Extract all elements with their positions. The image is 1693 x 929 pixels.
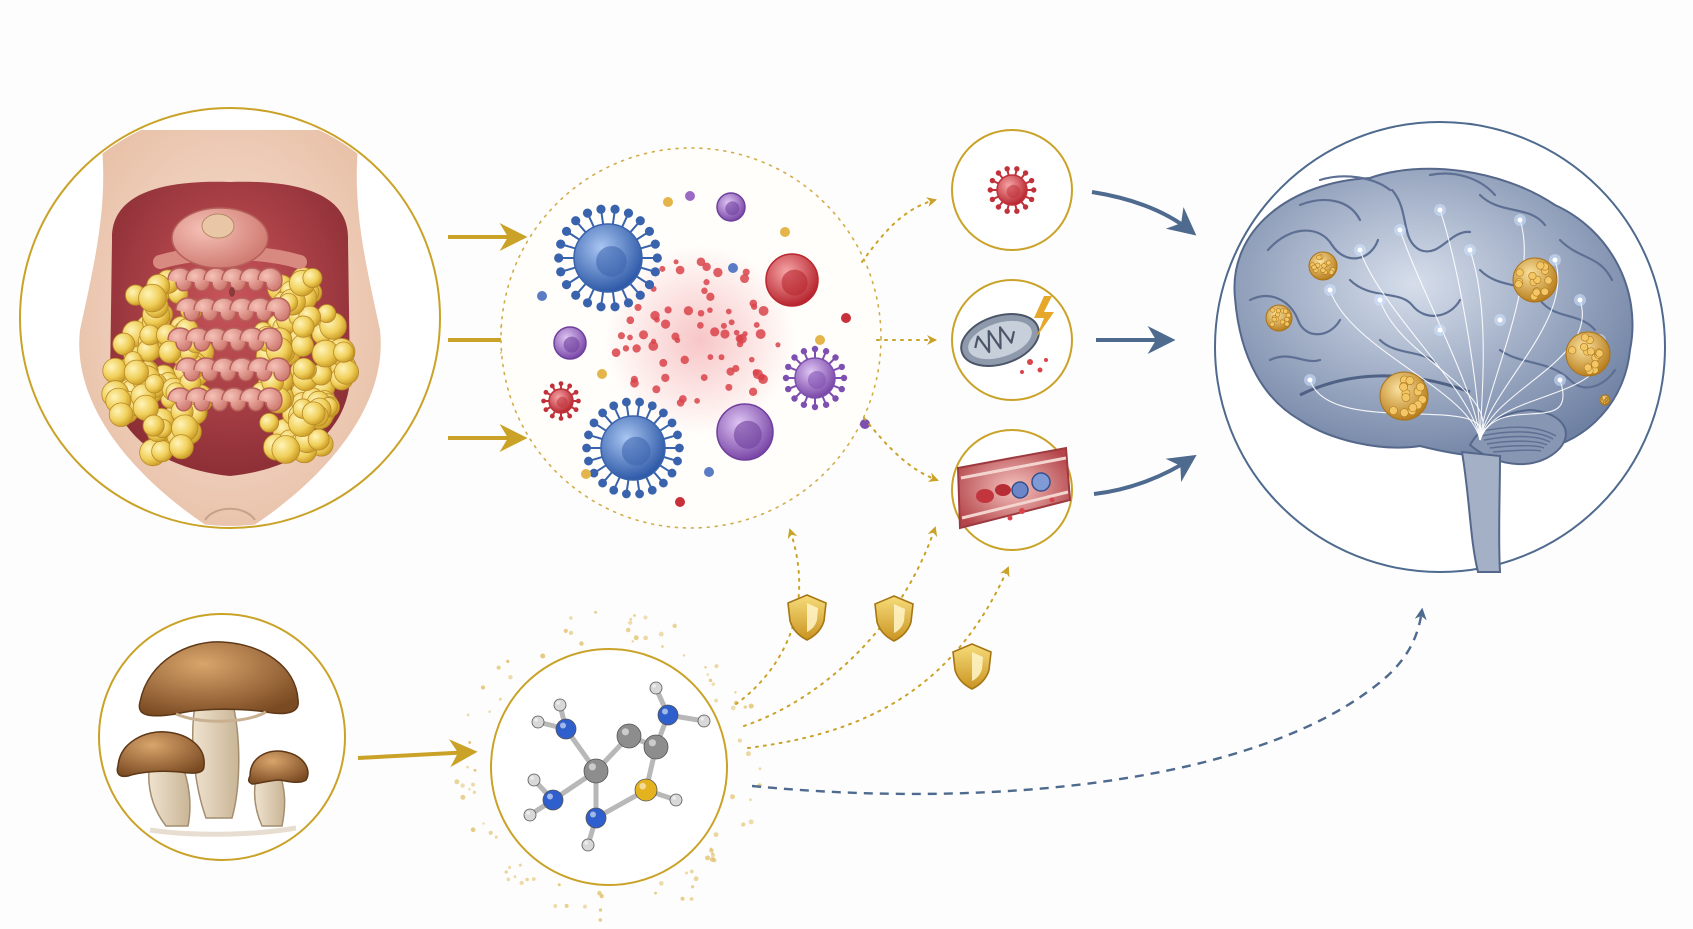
arrow-molecule-to-brain [751,607,1427,796]
shield-icon [787,594,827,641]
visceral-fat-abdomen-icon [79,130,381,526]
immune-cells-cytokines-icon [537,191,870,507]
arrows-effects-to-brain [1091,190,1197,496]
shield-icon [874,595,914,642]
blood-vessel-icon [956,446,1072,530]
shield-icon [952,643,992,690]
mushrooms-icon [116,641,309,837]
damaged-mitochondrion-icon [960,296,1054,374]
cytokine-cell-icon [987,166,1037,214]
inflammation-panel [500,147,882,529]
brain-amyloid-plaques-icon [1233,167,1634,573]
mitochondria-panel [951,279,1073,401]
protective-arrows [735,526,1010,749]
mushroom-panel [98,613,346,861]
shield-group [787,594,992,690]
molecule-panel [454,610,762,922]
arrow-mushroom-to-molecule [357,739,478,768]
brain-panel [1214,121,1666,573]
cytokine-panel [951,129,1073,251]
arrows-inflammation-to-effects [861,197,939,482]
abdomen-panel [19,107,441,529]
vessel-panel [951,429,1073,551]
ergothioneine-molecule-icon [523,681,711,852]
